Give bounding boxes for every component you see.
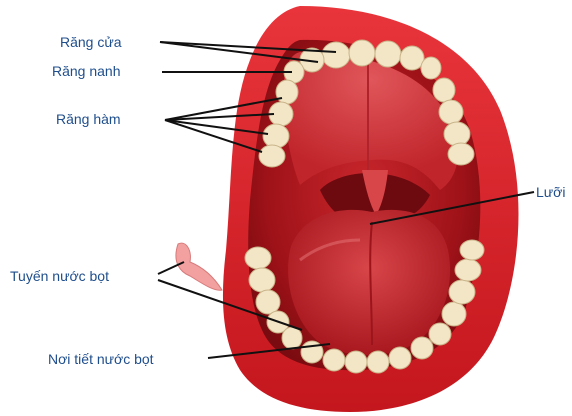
- salivary-gland-shape: [176, 243, 222, 290]
- label-saliva-outlet: Nơi tiết nước bọt: [48, 351, 154, 367]
- label-salivary-gland: Tuyến nước bọt: [10, 268, 109, 284]
- tongue-shape: [288, 210, 450, 355]
- label-canine: Răng nanh: [52, 63, 121, 79]
- label-incisors: Răng cửa: [60, 34, 122, 50]
- label-tongue: Lưỡi: [536, 184, 565, 200]
- label-molars: Răng hàm: [56, 111, 121, 127]
